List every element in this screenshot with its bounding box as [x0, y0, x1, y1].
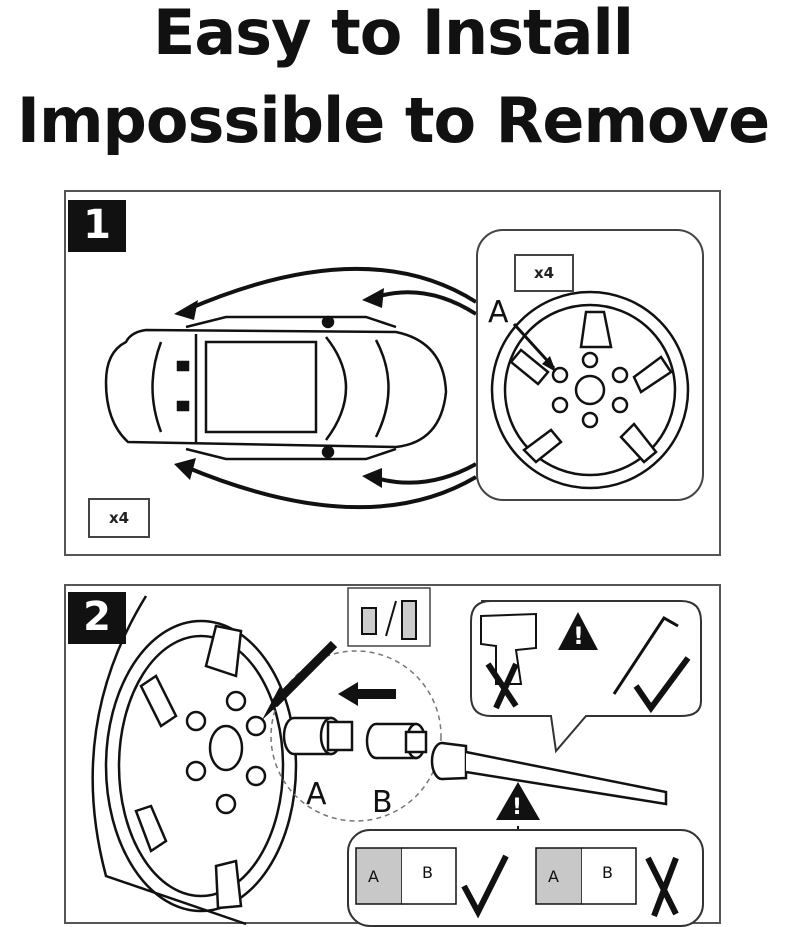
title-line-1: Easy to Install: [0, 0, 786, 69]
qty-box-wheel: x4: [514, 254, 574, 292]
insert-label-a2: A: [548, 867, 559, 886]
step-1-panel: 1 x4: [64, 190, 721, 556]
insert-label-b: B: [422, 863, 433, 882]
wheel-lock-key-b-icon: [367, 724, 426, 758]
svg-text:!: !: [573, 622, 584, 650]
wheel-rim-icon: [492, 292, 688, 488]
insert-label-a: A: [368, 867, 379, 886]
step-2-illustration: A B ! ! A: [66, 586, 723, 926]
socket-wrench-icon: [432, 743, 666, 804]
step-2-panel: 2: [64, 584, 721, 924]
step-2-label-b: B: [372, 785, 393, 820]
wheel-lock-nut-a-icon: [284, 718, 352, 754]
step-1-illustration: A: [66, 192, 723, 558]
wheel-tire-icon: [93, 596, 296, 924]
step-1-label-a: A: [488, 295, 509, 330]
insert-label-b2: B: [602, 863, 613, 882]
step-2-label-a: A: [306, 777, 327, 812]
title-line-2: Impossible to Remove: [0, 84, 786, 157]
svg-text:!: !: [512, 795, 522, 820]
car-top-view-icon: [106, 317, 446, 459]
